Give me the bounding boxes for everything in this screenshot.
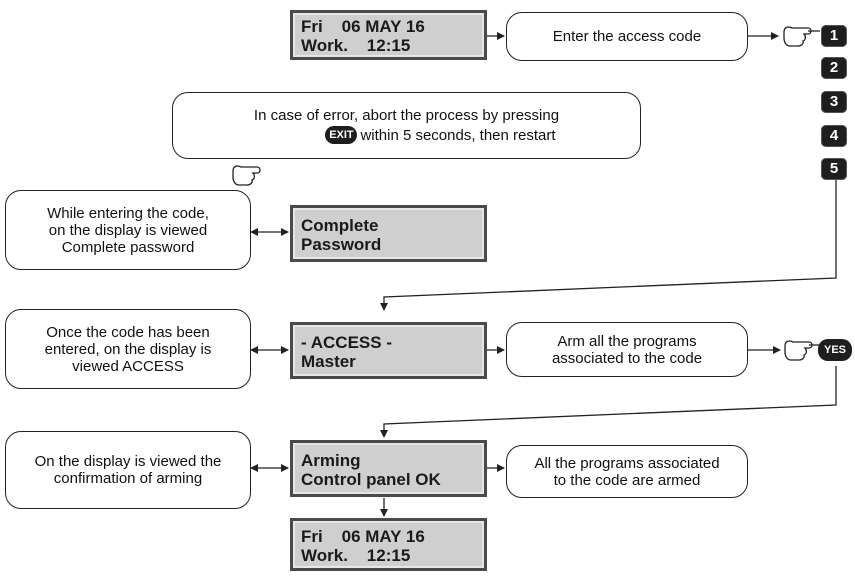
- hand-pointer-icon: [784, 340, 821, 361]
- bubble-armed: All the programs associated to the code …: [506, 445, 748, 498]
- lcd-line: Complete: [301, 216, 379, 235]
- bubble-text: On the display is viewed the: [34, 453, 222, 470]
- key-3-button[interactable]: 3: [821, 91, 847, 113]
- bubble-text: Arm all the programs: [557, 332, 697, 350]
- bubble-text: within 5 seconds, then restart: [360, 126, 556, 144]
- lcd-line: Control panel OK: [301, 470, 441, 489]
- lcd-display-entering: Complete Password: [290, 205, 487, 262]
- bubble-text: associated to the code: [551, 349, 703, 367]
- bubble-text: Once the code has been: [46, 323, 210, 341]
- bubble-text: In case of error, abort the process by p…: [253, 107, 560, 124]
- bubble-text: Enter the access code: [552, 28, 702, 45]
- connector-line: [380, 180, 837, 311]
- lcd-line: Work. 12:15: [301, 546, 411, 565]
- lcd-line: Master: [301, 352, 356, 371]
- bubble-display-arming: On the display is viewed the confirmatio…: [5, 431, 251, 509]
- bubble-enter-code: Enter the access code: [506, 12, 748, 61]
- bubble-error-note: In case of error, abort the process by p…: [172, 92, 641, 159]
- lcd-display-end: Fri 06 MAY 16 Work. 12:15: [290, 518, 487, 571]
- bubble-text: viewed ACCESS: [72, 357, 184, 375]
- bubble-text: While entering the code,: [47, 204, 209, 222]
- bubble-text: All the programs associated: [534, 454, 720, 472]
- bubble-text: confirmation of arming: [53, 470, 203, 487]
- bubble-text: on the display is viewed: [48, 221, 208, 239]
- lcd-display-start: Fri 06 MAY 16 Work. 12:15: [290, 10, 487, 60]
- lcd-display-access: - ACCESS - Master: [290, 322, 487, 379]
- lcd-line: Fri 06 MAY 16: [301, 527, 425, 546]
- hand-pointer-icon: [232, 165, 261, 186]
- lcd-line: Arming: [301, 451, 361, 470]
- bubble-text: to the code are armed: [553, 471, 701, 489]
- bubble-text: Complete password: [61, 238, 195, 256]
- bubble-while-entering: While entering the code, on the display …: [5, 190, 251, 270]
- key-2-button[interactable]: 2: [821, 57, 847, 79]
- lcd-line: Fri 06 MAY 16: [301, 17, 425, 36]
- lcd-line: Work. 12:15: [301, 36, 411, 55]
- key-1-button[interactable]: 1: [821, 25, 847, 47]
- bubble-text: entered, on the display is: [44, 340, 212, 358]
- bubble-once-entered: Once the code has been entered, on the d…: [5, 309, 251, 389]
- key-5-button[interactable]: 5: [821, 158, 847, 180]
- yes-button[interactable]: YES: [818, 339, 852, 361]
- key-4-button[interactable]: 4: [821, 125, 847, 147]
- lcd-line: - ACCESS -: [301, 333, 392, 352]
- hand-pointer-icon: [783, 26, 820, 47]
- lcd-line: Password: [301, 235, 382, 254]
- exit-button[interactable]: EXIT: [325, 126, 358, 144]
- connector-line: [380, 366, 837, 438]
- bubble-arm-all: Arm all the programs associated to the c…: [506, 322, 748, 377]
- lcd-display-arming: Arming Control panel OK: [290, 440, 487, 497]
